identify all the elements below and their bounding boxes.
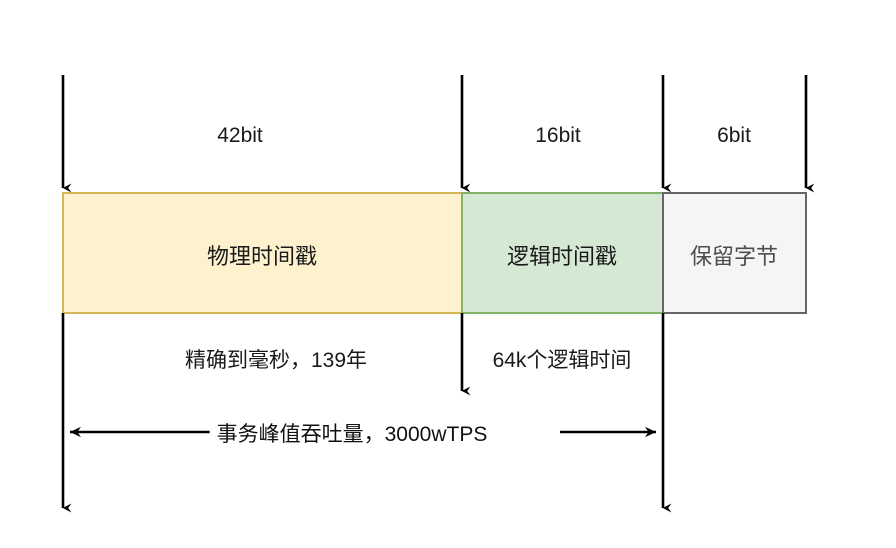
guide-lines-upper [61, 75, 815, 193]
segment-box-logical-timestamp [461, 192, 664, 314]
segment-label-logical-timestamp: 逻辑时间戳 [506, 244, 618, 269]
bit-label-reserved: 6bit [717, 124, 751, 147]
segment-box-reserved-bytes [662, 192, 807, 314]
segment-box-physical-timestamp [62, 192, 463, 314]
bit-label-physical: 42bit [217, 124, 263, 147]
segment-label-reserved-bytes: 保留字节 [689, 244, 779, 269]
segment-label-physical-timestamp: 物理时间戳 [206, 244, 318, 269]
note-logical-count: 64k个逻辑时间 [492, 349, 632, 372]
segment-boxes [62, 192, 807, 314]
bit-label-logical: 16bit [535, 124, 581, 147]
note-throughput-span: 事务峰值吞吐量，3000wTPS [209, 418, 495, 448]
guide-lines-lower [61, 313, 672, 513]
note-precision: 精确到毫秒，139年 [184, 349, 368, 372]
